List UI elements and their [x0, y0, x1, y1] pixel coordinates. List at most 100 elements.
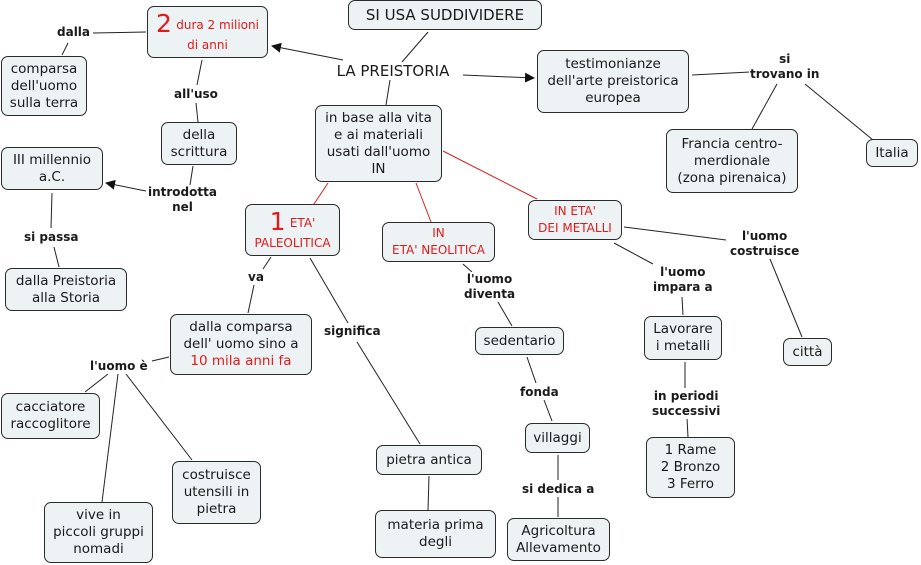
node-text: IN ETA' [554, 204, 596, 218]
label-significa: significa [323, 324, 382, 339]
node-text: di anni [187, 37, 228, 52]
link-metalli-impara [613, 242, 654, 265]
node-text: dell'uomo [10, 77, 78, 94]
node-eta-neolitica[interactable]: IN ETA' NEOLITICA [382, 222, 495, 262]
node-durata[interactable]: 2 dura 2 milioni di anni [147, 6, 268, 58]
node-periodi-list[interactable]: 1 Rame 2 Bronzo 3 Ferro [646, 437, 735, 498]
link-va-dallacomparsa [247, 284, 255, 314]
link-paleolitica-significa [309, 257, 349, 324]
link-paleolitica-va [262, 256, 272, 270]
node-text: scrittura [170, 143, 228, 160]
node-text: dalla Preistoria [15, 272, 117, 289]
link-preistoria-basevita [385, 79, 391, 106]
node-text: 2 Bronzo [660, 459, 721, 475]
node-citta[interactable]: città [783, 338, 832, 366]
node-text: ETA' [289, 215, 316, 230]
node-text: III millennio [12, 151, 92, 168]
label-all-uso: all'uso [173, 87, 219, 102]
link-sedentario-fonda [526, 356, 537, 384]
label-l-uomo-costruisce: l'uomo costruisce [729, 229, 801, 259]
node-pietra-antica[interactable]: pietra antica [376, 445, 482, 475]
link-dallacomparsa-uomoe [151, 356, 170, 362]
node-vive[interactable]: vive in piccoli gruppi nomadi [44, 502, 153, 563]
node-text: i metalli [655, 338, 711, 354]
node-text: in base alla vita [325, 109, 432, 126]
link-pietra-materia [427, 475, 430, 511]
label-line: successivi [652, 404, 721, 418]
node-text: dalla comparsa [189, 319, 293, 335]
node-text: nomadi [73, 541, 124, 557]
node-text: cacciatore [15, 399, 86, 415]
node-si-usa-suddividere[interactable]: SI USA SUDDIVIDERE [348, 0, 542, 30]
label-line: l'uomo [466, 272, 513, 286]
node-text: usati dall'uomo [326, 143, 431, 160]
node-text: raccoglitore [10, 416, 91, 432]
node-text-highlight: 10 mila anni fa [190, 353, 292, 369]
node-text: IN [371, 160, 386, 177]
node-francia[interactable]: Francia centro- merdionale (zona pirenai… [666, 129, 798, 193]
link-metalli-costruisce [623, 226, 727, 241]
label-line: trovano in [750, 67, 820, 81]
node-text: e ai materiali [333, 126, 423, 143]
node-text: sedentario [483, 332, 556, 349]
link-introdotta-millennio [105, 179, 147, 192]
node-text: 3 Ferro [666, 476, 715, 492]
node-materia-prima[interactable]: materia prima degli [375, 510, 496, 558]
link-base-metalli [442, 150, 538, 200]
label-line: nel [172, 200, 193, 214]
node-number: 2 [156, 8, 172, 38]
node-sedentario[interactable]: sedentario [475, 327, 564, 355]
node-testimonianze[interactable]: testimonianze dell'arte preistorica euro… [537, 50, 689, 113]
node-text: SI USA SUDDIVIDERE [365, 5, 525, 24]
node-text: Agricoltura [521, 522, 596, 539]
node-preistoria-storia[interactable]: dalla Preistoria alla Storia [5, 268, 127, 311]
link-impara-lavorare [681, 296, 684, 316]
link-sitrovano-francia [751, 83, 778, 130]
node-text: DEI METALLI [538, 221, 612, 235]
label-line: impara a [653, 280, 713, 294]
node-la-preistoria[interactable]: LA PREISTORIA [322, 59, 464, 83]
node-millennio[interactable]: III millennio a.C. [1, 147, 103, 190]
node-lavorare-metalli[interactable]: Lavorare i metalli [644, 316, 722, 360]
node-text: merdionale [693, 152, 771, 169]
node-italia[interactable]: Italia [866, 139, 918, 167]
node-cacciatore[interactable]: cacciatore raccoglitore [1, 393, 100, 439]
label-dalla: dalla [56, 25, 92, 40]
label-line: l'uomo [660, 265, 706, 279]
link-fonda-villaggi [543, 399, 553, 422]
link-scrittura-introdotta [189, 165, 194, 186]
label-l-uomo-diventa: l'uomo diventa [463, 272, 517, 302]
node-scrittura[interactable]: della scrittura [161, 122, 237, 165]
node-villaggi[interactable]: villaggi [525, 423, 590, 453]
node-eta-metalli[interactable]: IN ETA' DEI METALLI [528, 200, 622, 240]
label-si-trovano-in: si trovano in [749, 52, 821, 82]
label-line: costruisce [730, 244, 800, 258]
label-l-uomo-e: l'uomo è [89, 359, 149, 374]
node-text: pietra [196, 501, 237, 517]
node-text: dura 2 milioni [176, 17, 259, 32]
node-dalla-comparsa[interactable]: dalla comparsa dell' uomo sino a 10 mila… [170, 314, 312, 375]
label-line: introdotta [148, 185, 217, 199]
link-uomoe-vive [101, 373, 119, 503]
link-preistoria-siusa [401, 31, 429, 63]
link-significa-pietra [356, 341, 421, 445]
node-costruisce-utensili[interactable]: costruisce utensili in pietra [172, 461, 261, 524]
node-text: ETA' NEOLITICA [392, 243, 485, 257]
node-text: Italia [875, 144, 909, 161]
link-alluso-scrittura [195, 102, 199, 123]
label-l-uomo-impara-a: l'uomo impara a [652, 265, 714, 295]
node-base-vita[interactable]: in base alla vita e ai materiali usati d… [315, 105, 442, 182]
node-text: sulla terra [9, 94, 79, 111]
link-periodi-list [686, 417, 689, 438]
node-eta-paleolitica[interactable]: 1 ETA' PALEOLITICA [245, 204, 340, 256]
node-agricoltura[interactable]: Agricoltura Allevamento [507, 518, 610, 561]
node-comparsa-uomo[interactable]: comparsa dell'uomo sulla terra [1, 56, 87, 116]
node-text: dell'arte preistorica [547, 73, 679, 89]
node-text: piccoli gruppi [53, 524, 144, 540]
label-line: in periodi [653, 389, 719, 403]
node-text: PALEOLITICA [254, 235, 331, 250]
node-text: europea [585, 90, 641, 106]
node-text: 1 Rame [664, 442, 717, 458]
node-text: degli [419, 534, 452, 550]
